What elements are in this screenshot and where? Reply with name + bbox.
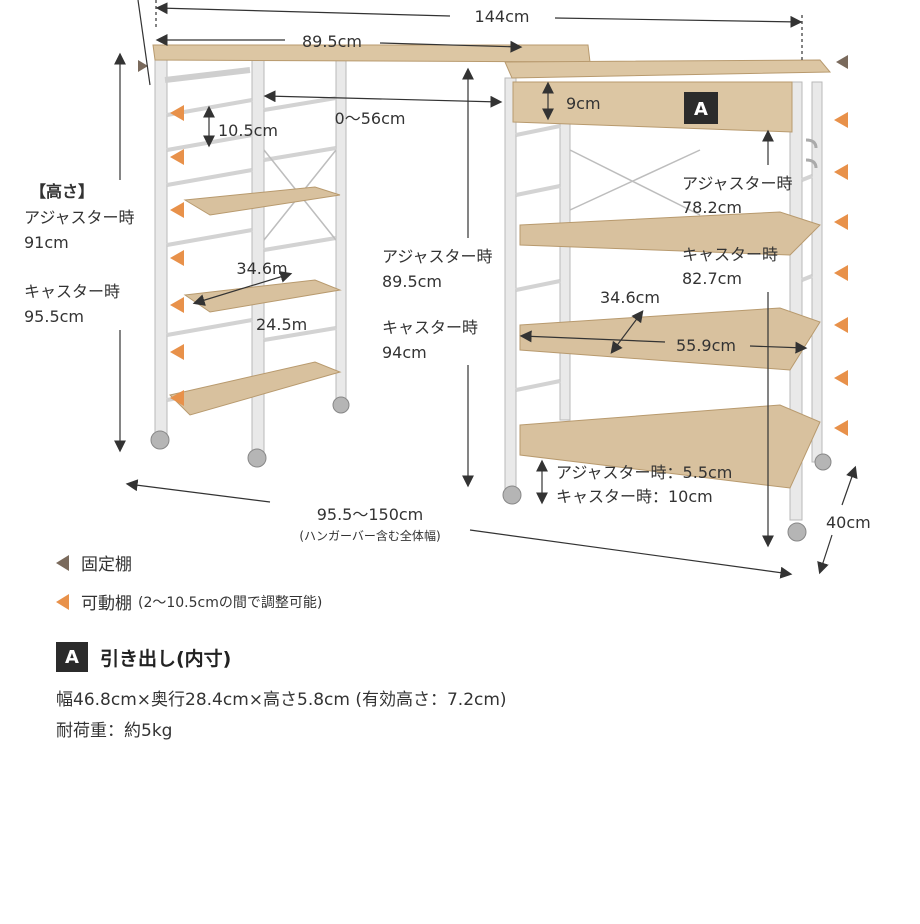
left-adjuster-value: 91cm <box>24 233 69 252</box>
movable-shelf-icon <box>56 593 69 610</box>
movable-shelf-markers <box>170 105 848 436</box>
legend-movable-note: (2〜10.5cmの間で調整可能) <box>138 594 323 611</box>
depth-label: 40cm <box>826 513 871 532</box>
right-rack <box>502 77 832 542</box>
right-caster-value: 82.7cm <box>682 269 742 288</box>
overall-note-label: (ハンガーバー含む全体幅) <box>299 528 440 543</box>
overall-range-label: 95.5〜150cm <box>317 505 424 524</box>
legend-fixed: 固定棚 <box>56 550 132 575</box>
drawer-heading-badge: A <box>56 642 88 672</box>
legend-fixed-label: 固定棚 <box>81 555 132 575</box>
right-caster-label: キャスター時 <box>682 245 778 264</box>
center-adjuster-label: アジャスター時 <box>382 247 493 266</box>
right-shelf-depth-label: 34.6cm <box>600 288 660 307</box>
left-shelf-width-label: 24.5m <box>256 315 307 334</box>
left-shelf-depth-label: 34.6m <box>236 259 287 278</box>
drawer-size: 幅46.8cm×奥行28.4cm×高さ5.8cm (有効高さ：7.2cm) <box>56 690 507 710</box>
fixed-shelf-icon <box>56 554 69 571</box>
bottom-caster-label: キャスター時：10cm <box>556 487 713 506</box>
left-caster-value: 95.5cm <box>24 307 84 326</box>
drawer-heading: A 引き出し(内寸) <box>56 642 231 672</box>
center-caster-label: キャスター時 <box>382 318 478 337</box>
drawer-height-label: 9cm <box>566 94 601 113</box>
left-top-board <box>152 44 591 63</box>
drawer-heading-title: 引き出し(内寸) <box>100 647 232 670</box>
left-top-width-label: 89.5cm <box>302 32 362 51</box>
dimension-lines <box>114 0 858 579</box>
center-adjuster-value: 89.5cm <box>382 272 442 291</box>
hanger-spacing-label: 10.5cm <box>218 121 278 140</box>
left-caster-label: キャスター時 <box>24 282 120 301</box>
total-width-label: 144cm <box>475 7 530 26</box>
center-caster-value: 94cm <box>382 343 427 362</box>
right-shelf-width-label: 55.9cm <box>676 336 736 355</box>
right-top-board <box>504 59 832 79</box>
height-title: 【高さ】 <box>30 182 94 201</box>
left-adjuster-label: アジャスター時 <box>24 208 135 227</box>
drawer-badge-box <box>684 92 718 124</box>
legend-movable: 可動棚 (2〜10.5cmの間で調整可能) <box>56 589 322 614</box>
slide-range-label: 0〜56cm <box>335 109 406 128</box>
drawer-badge: A <box>694 99 708 120</box>
drawer-load: 耐荷重：約5kg <box>56 721 173 741</box>
legend-movable-label: 可動棚 <box>81 594 132 614</box>
bottom-adjuster-label: アジャスター時：5.5cm <box>556 463 732 482</box>
right-adjuster-value: 78.2cm <box>682 198 742 217</box>
right-adjuster-label: アジャスター時 <box>682 174 793 193</box>
fixed-shelf-markers <box>138 55 848 72</box>
